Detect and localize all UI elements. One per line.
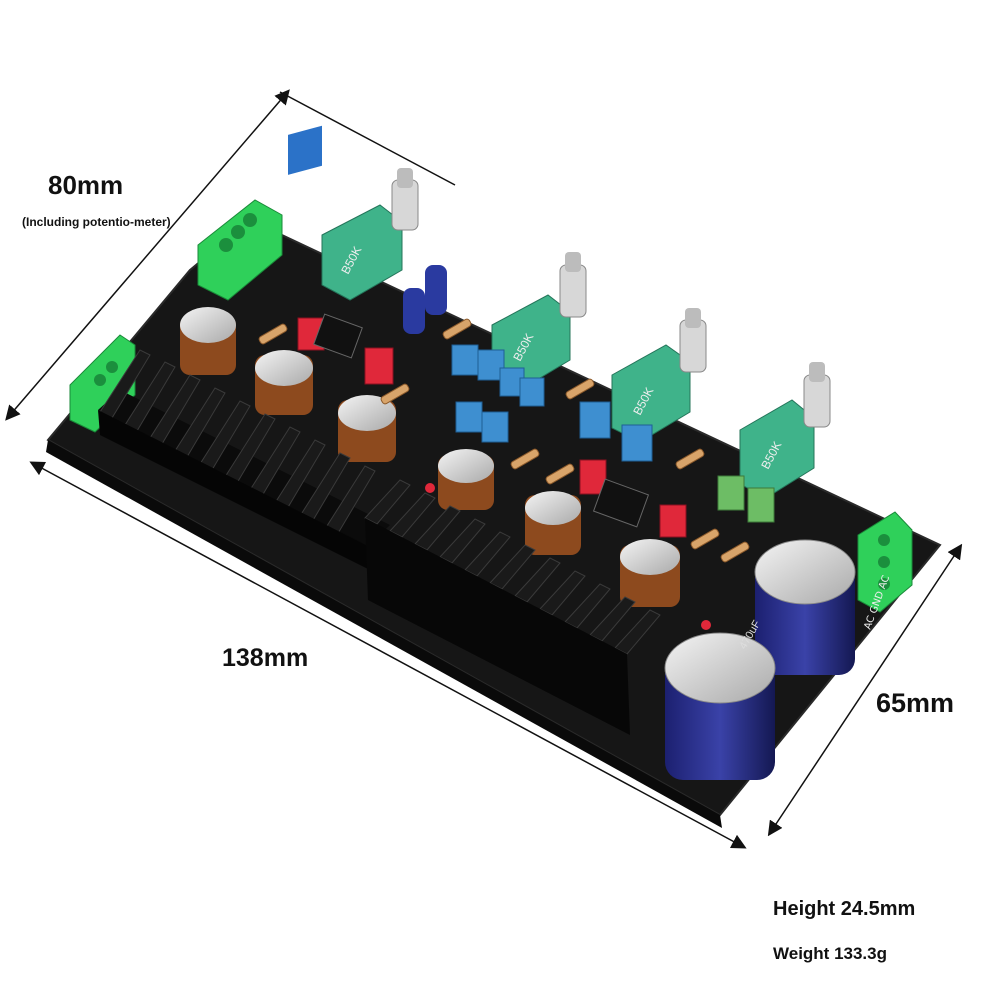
dip-switch	[288, 125, 322, 175]
width-dimension-note: (Including potentio-meter)	[22, 215, 171, 229]
op-amp-2	[592, 478, 650, 528]
input-terminal	[197, 199, 283, 301]
potentiometer-3: B50K	[611, 308, 707, 443]
led-2	[701, 620, 711, 630]
potentiometers: B50K B50K B50K B50K	[321, 168, 831, 499]
green-film-capacitors	[717, 475, 775, 523]
weight-spec: Weight 133.3g	[773, 944, 887, 963]
filter-capacitors: 470uF	[664, 539, 856, 780]
small-capacitors	[403, 265, 447, 334]
led-1	[425, 483, 435, 493]
potentiometer-4: B50K	[739, 362, 831, 499]
width-dimension-label: 80mm	[48, 170, 124, 200]
length-dimension-label: 138mm	[222, 644, 309, 672]
film-capacitors	[451, 344, 653, 462]
red-capacitors	[297, 317, 687, 538]
heatsink-left	[98, 349, 390, 570]
op-amp-1	[313, 313, 363, 359]
depth-dimension-label: 65mm	[876, 688, 955, 718]
depth-dim-line	[767, 543, 963, 837]
potentiometer-1: B50K	[321, 168, 419, 301]
potentiometer-2: B50K	[491, 252, 587, 391]
audio-capacitors	[180, 307, 680, 607]
heatsink-right	[364, 479, 661, 735]
resistors	[258, 318, 750, 563]
dimension-lines	[5, 89, 963, 849]
height-spec: Height 24.5mm	[773, 898, 916, 920]
width-dim-line	[5, 89, 290, 421]
length-dim-line	[29, 461, 747, 849]
